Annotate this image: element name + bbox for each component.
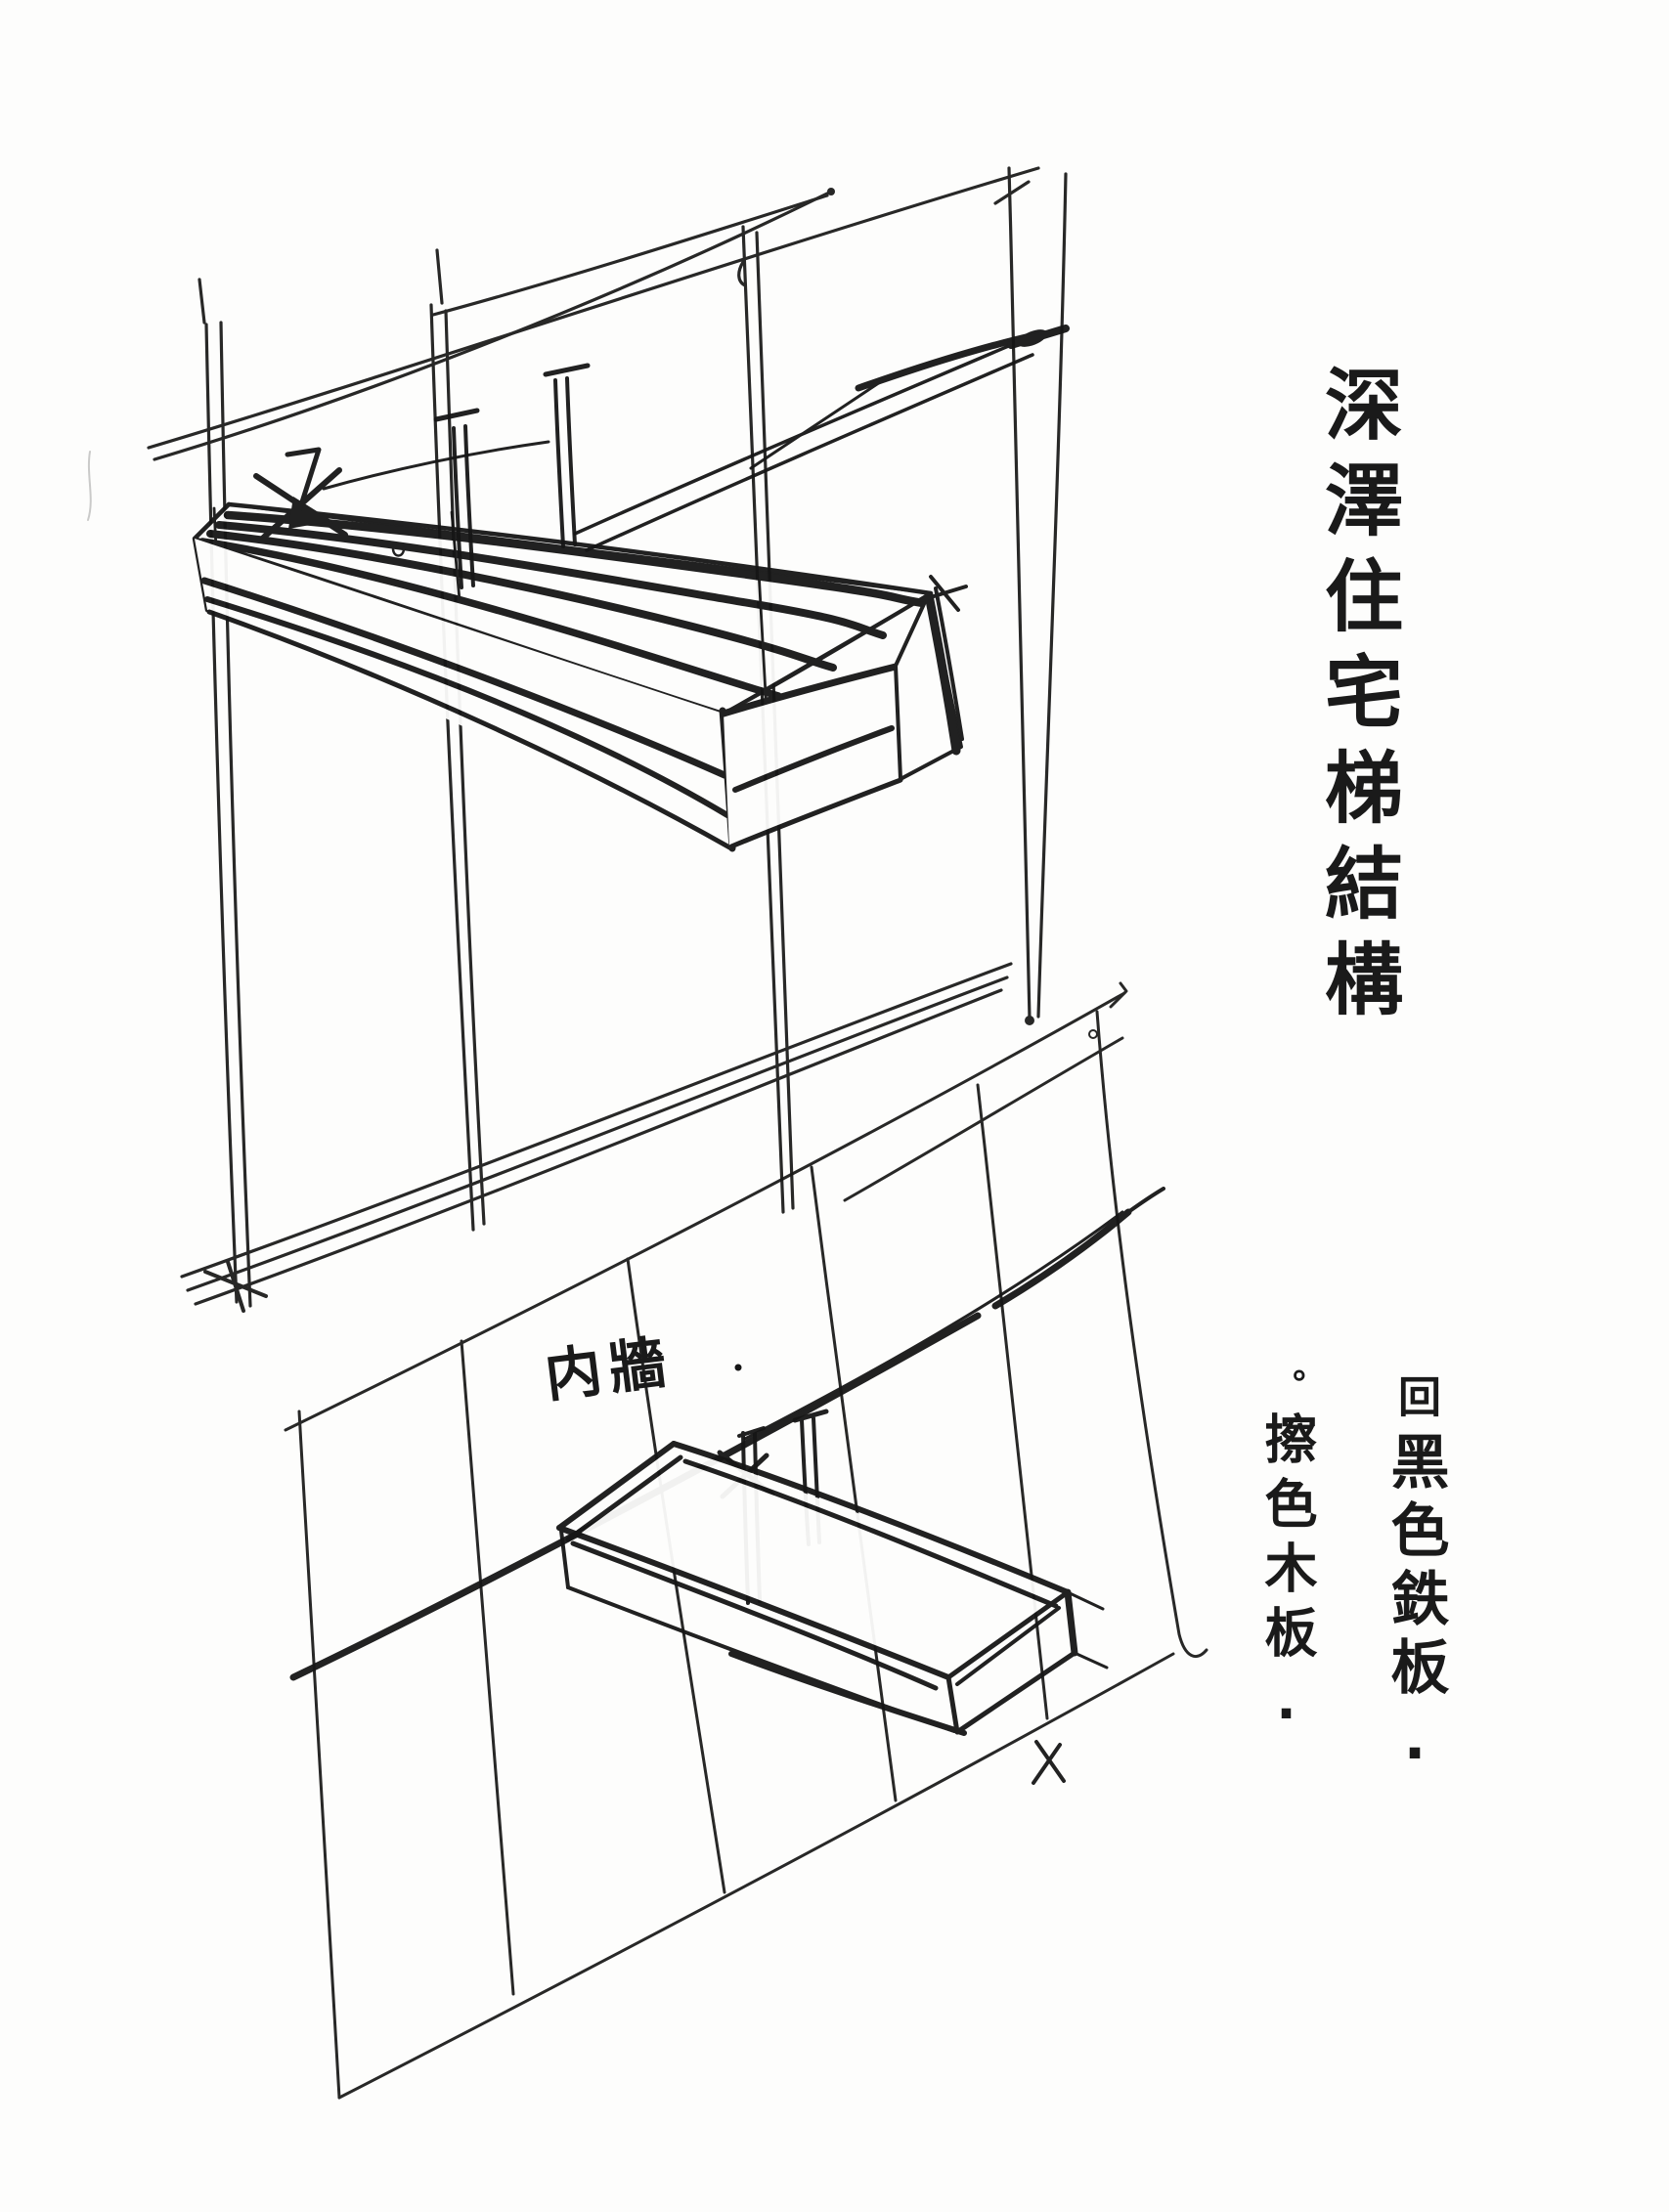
inner-grid-top-edge-arrow <box>1109 981 1128 1009</box>
grid-vertical-4 <box>1007 166 1032 1020</box>
grid-vertical-4b <box>1036 172 1068 1019</box>
slab-stripe-4 <box>198 538 782 700</box>
stair-stringer <box>573 325 1070 552</box>
corner-x-mark <box>203 1260 268 1313</box>
grid-vertical-2b <box>444 309 486 1226</box>
slab-front-stripe-2 <box>204 596 730 818</box>
lower-rod-right-cap <box>792 1409 829 1423</box>
title-annotation: 深澤住宅梯結構 <box>1312 364 1403 1034</box>
grid-vertical-stub <box>198 278 206 325</box>
anchor-leader-line <box>322 440 550 491</box>
box-far-edge-inner <box>682 1458 1059 1609</box>
grid-bottom-edge-1 <box>180 962 1013 1279</box>
slab-front-right-bottom <box>728 777 903 849</box>
inner-grid-right-edge <box>1095 1010 1208 1659</box>
box-under-hatch <box>1032 1740 1066 1785</box>
stringer-inner-line <box>749 380 882 470</box>
hanger-rod-left <box>452 424 475 589</box>
box-far-edge <box>671 1441 1071 1595</box>
grid-vertical-1 <box>204 323 239 1304</box>
slab-stripe-1 <box>223 510 928 608</box>
box-right-cap-edge <box>1064 1588 1078 1657</box>
inner-grid-bottom-edge <box>337 1652 1175 2100</box>
inner-grid-vertical-3 <box>810 1165 898 1802</box>
inner-wall-label: 内牆 <box>541 1327 678 1410</box>
slab-end-cap <box>894 591 963 781</box>
inner-grid-vertical-1 <box>460 1339 515 1996</box>
grid-vertical-3-hook <box>737 260 747 287</box>
slab-front-right-top <box>720 663 900 717</box>
box-right-end-inner <box>955 1606 1061 1686</box>
grid-bottom-edge-3 <box>194 988 1003 1306</box>
grid-vertical-1b <box>219 321 252 1308</box>
box-left-side-tick <box>559 1529 570 1589</box>
hanger-rail-line <box>743 1210 1124 1441</box>
upper-hanger-rods <box>433 363 591 589</box>
box-right-end <box>945 1589 1071 1680</box>
hanger-rod-right <box>553 376 577 548</box>
inner-grid-top-edge-2 <box>843 1036 1124 1202</box>
hung-stair-box <box>556 1441 1109 1785</box>
lower-rod-left-cap <box>737 1426 766 1438</box>
ink-dot <box>827 188 835 195</box>
lower-sketch-inner-wall-grid <box>284 981 1208 2100</box>
slab-end-cap-edge-2 <box>934 586 964 741</box>
heavy-floor-line-right <box>991 1208 1132 1310</box>
inner-grid-vertical-4 <box>976 1083 1049 1720</box>
slab-end-x-mark <box>919 575 968 612</box>
hanger-rod-left-cap <box>433 408 480 422</box>
box-left-end <box>556 1441 677 1531</box>
note-stained-wood-board: 。擦色木板. <box>1248 1368 1325 1779</box>
box-left-end-inner <box>565 1454 683 1542</box>
u-tick <box>391 546 406 557</box>
small-circle-mark <box>1088 1029 1098 1039</box>
stringer-junction-stroke <box>1007 325 1070 349</box>
hung-stair-slab <box>192 440 968 852</box>
grid-vertical-2 <box>429 303 475 1232</box>
box-top-face <box>559 1444 1068 1677</box>
inner-grid-vertical-2 <box>626 1257 726 1894</box>
note-stained-wood-board-text: 擦色木板. <box>1255 1411 1317 1743</box>
inner-grid-left-edge <box>297 1410 341 2100</box>
slab-far-edge <box>226 501 934 596</box>
heavy-floor-line-tail <box>1126 1187 1165 1214</box>
grid-vertical-stub-2 <box>435 248 444 305</box>
slab-front-face <box>195 539 731 848</box>
box-near-edge <box>556 1525 951 1680</box>
faint-margin-squiggle <box>87 451 92 521</box>
slab-front-bottom <box>206 609 734 851</box>
box-overshoot-ticks <box>1066 1590 1109 1670</box>
note-black-iron-plate-text: 黑色鉄板. <box>1381 1431 1449 1783</box>
slab-front-right-stripe <box>732 725 895 793</box>
slab-stripe-3 <box>206 530 837 672</box>
slab-stripe-2 <box>215 521 887 639</box>
ink-blob <box>1025 1016 1034 1025</box>
stray-ink-dot <box>734 1364 742 1371</box>
circle-bullet-icon: 。 <box>1266 1368 1305 1402</box>
stringer-line-2 <box>585 353 1034 552</box>
slab-end-cap-edge <box>924 590 961 756</box>
slab-right-face-edge <box>722 591 933 716</box>
note-black-iron-plate: 回黑色鉄板. <box>1373 1374 1458 1785</box>
box-right-cap-front <box>945 1650 1077 1735</box>
square-bullet-icon: 回 <box>1390 1374 1440 1417</box>
inner-grid-top-edge <box>284 991 1126 1432</box>
seven-shaped-mark <box>285 447 322 514</box>
box-near-edge-inner <box>570 1540 939 1691</box>
grid-top-edge-2 <box>153 190 833 461</box>
hanger-rod-right-cap <box>543 363 591 377</box>
grid-top-edge-3 <box>431 194 829 317</box>
box-bottom-heavy <box>728 1651 967 1736</box>
upper-sketch-wall-grid <box>147 166 1068 1313</box>
grid-top-edge <box>147 166 1040 450</box>
slab-front-stripe-1 <box>200 577 728 779</box>
grid-corner-tick <box>993 180 1031 205</box>
grid-bottom-edge-2 <box>186 976 1009 1292</box>
